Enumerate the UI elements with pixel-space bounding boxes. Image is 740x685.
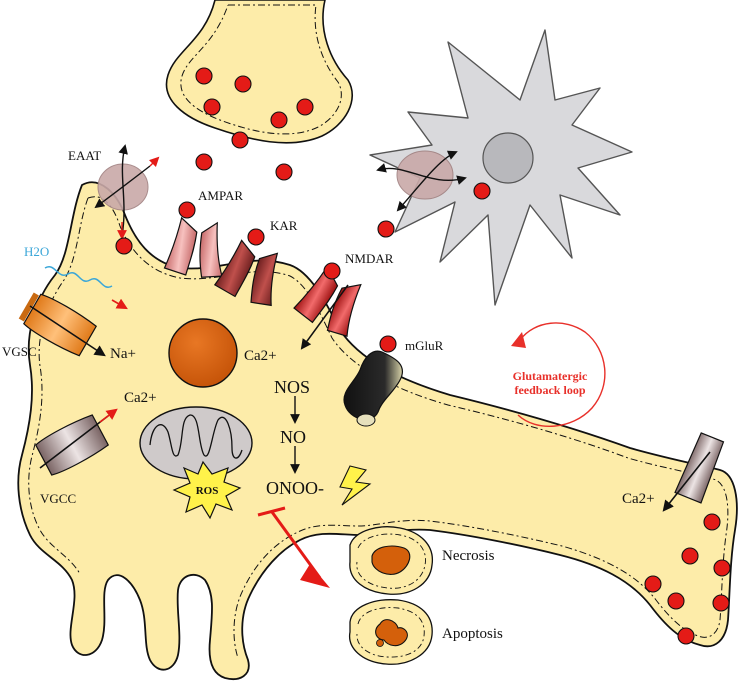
glutamate-molecule <box>377 220 395 238</box>
calcium-label-nmdar: Ca2+ <box>244 348 277 364</box>
mitochondrion <box>139 406 253 480</box>
glutamate-molecule <box>178 201 196 219</box>
mglur-receptor <box>343 350 403 427</box>
glutamate-molecule <box>712 594 730 612</box>
postsynaptic-neuron <box>17 181 738 680</box>
feedback-loop-label-line2: feedback loop <box>514 383 585 397</box>
eaat-label: EAAT <box>68 148 101 163</box>
axon-calcium-arrow <box>662 451 711 512</box>
glutamate-molecule <box>296 98 314 116</box>
apoptosis-cell <box>349 599 433 665</box>
glutamate-molecule <box>644 575 662 593</box>
glutamate-molecule <box>234 75 252 93</box>
glutamate-molecule <box>473 182 491 200</box>
vgcc-label: VGCC <box>40 491 76 506</box>
glutamate-molecule <box>195 153 213 171</box>
glutamate-molecule <box>703 513 721 531</box>
kar-receptor <box>213 239 279 307</box>
glial-nucleus <box>482 132 534 184</box>
water-wave <box>44 266 113 288</box>
cell-death-arrowhead <box>300 564 330 588</box>
glutamate-molecule <box>270 111 288 129</box>
kar-label: KAR <box>270 218 298 233</box>
mglur-label: mGluR <box>405 338 444 353</box>
glutamate-molecules <box>115 67 731 645</box>
neuron-nucleus <box>168 318 238 388</box>
vgsc-label: VGSC <box>2 344 37 359</box>
glutamate-molecule <box>115 237 133 255</box>
glutamate-molecule <box>247 228 265 246</box>
lightning-bolt-icon <box>339 465 372 506</box>
presynaptic-membrane-inner <box>180 4 342 135</box>
glutamate-molecule <box>323 262 341 280</box>
glutamate-molecule <box>681 547 699 565</box>
glial-transport-arrow-2 <box>396 150 458 212</box>
eaat-arrow-in <box>118 144 128 237</box>
nmdar-label: NMDAR <box>345 251 394 266</box>
feedback-loop-arc <box>517 322 606 427</box>
feedback-loop-label-line1: Glutamatergic <box>513 369 588 383</box>
onoo-label: ONOO- <box>266 478 324 498</box>
axon-vgcc-channel <box>674 432 725 504</box>
no-label: NO <box>280 427 306 447</box>
glutamate-molecule <box>379 335 397 353</box>
calcium-label-left: Ca2+ <box>124 390 157 406</box>
apoptosis-label: Apoptosis <box>442 626 503 642</box>
glutamate-molecule <box>677 627 695 645</box>
ros-label: ROS <box>196 485 219 497</box>
nmdar-calcium-arrow <box>300 284 349 350</box>
ampar-label: AMPAR <box>198 188 243 203</box>
glutamate-molecule <box>275 163 293 181</box>
calcium-label-axon: Ca2+ <box>622 491 655 507</box>
vgcc-channel-axis <box>39 415 109 469</box>
water-influx-arrow <box>111 298 128 310</box>
feedback-loop-arrowhead <box>511 332 526 348</box>
glutamate-molecule <box>667 592 685 610</box>
glutamate-molecule <box>203 98 221 116</box>
ampar-receptor <box>163 216 223 278</box>
calcium-influx-arrow <box>99 408 118 423</box>
necrosis-cell <box>349 526 433 595</box>
glial-eaat-transporter <box>396 150 454 200</box>
nos-label: NOS <box>274 377 310 397</box>
ros-burst <box>172 460 242 520</box>
sodium-label: Na+ <box>110 346 136 362</box>
h2o-label: H2O <box>24 244 49 259</box>
glutamate-molecule <box>195 67 213 85</box>
sodium-influx-arrow <box>29 305 106 357</box>
necrosis-label: Necrosis <box>442 548 495 564</box>
eaat-arrow-red-up <box>148 156 160 168</box>
postsynaptic-membrane-inner <box>87 196 729 659</box>
glutamate-molecule <box>231 131 249 149</box>
inhibition-bar <box>257 506 286 517</box>
glutamate-molecule <box>713 559 731 577</box>
presynaptic-terminal <box>165 0 354 144</box>
eaat-arrow-out <box>94 165 151 209</box>
